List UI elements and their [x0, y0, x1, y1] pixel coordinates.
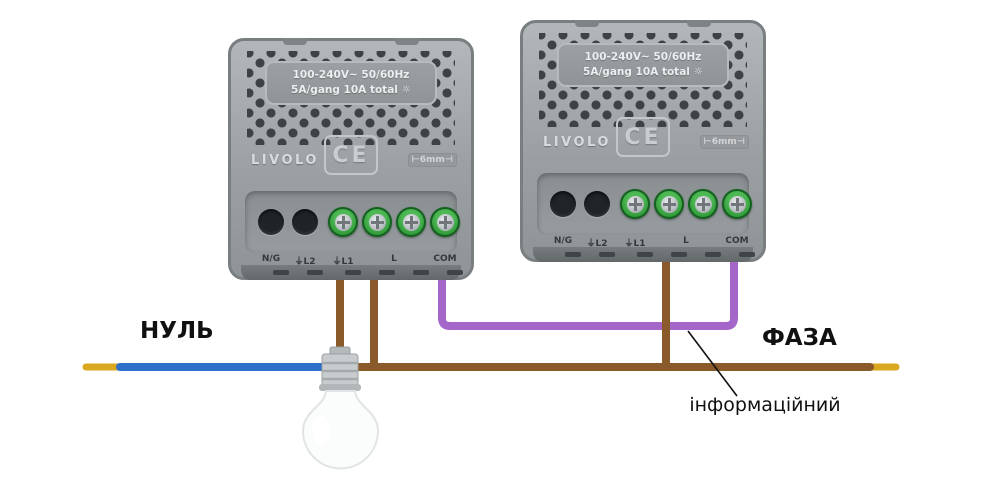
- clamp-screw-slot: [705, 252, 721, 257]
- terminal-label-com: COM: [725, 236, 749, 246]
- clamp-screw-slot: [671, 252, 687, 257]
- terminal-label-l2: ⏚L2: [586, 239, 608, 249]
- terminal-block: [245, 191, 460, 253]
- bottom-strip: [241, 265, 463, 280]
- ratings-plate: 100-240V~ 50/60Hz 5A/gang 10A total ☼: [265, 61, 437, 105]
- mounting-notch: [283, 38, 307, 45]
- bulb-base-ridges: [322, 361, 358, 381]
- mounting-notch: [575, 20, 599, 27]
- bottom-strip: [533, 247, 755, 262]
- terminal-label-ng: N/G: [553, 236, 573, 246]
- terminal-label-ng: N/G: [261, 254, 281, 264]
- terminal-labels: N/G ⏚L2 ⏚L1 L COM: [231, 254, 471, 267]
- terminal-label-l2: ⏚L2: [294, 257, 316, 267]
- light-bulb: [301, 346, 380, 470]
- ce-mark: CE: [324, 135, 378, 175]
- clamp-screw-slot: [599, 252, 615, 257]
- bulb-highlight: [312, 415, 330, 445]
- neutral-label: НУЛЬ: [140, 318, 214, 344]
- ce-mark: CE: [616, 117, 670, 157]
- terminal-screw: [620, 189, 650, 219]
- terminal-screw: [362, 207, 392, 237]
- bulb-collar: [319, 384, 361, 391]
- terminal-hole: [584, 191, 610, 217]
- switch-module-2: 100-240V~ 50/60Hz 5A/gang 10A total ☼ LI…: [520, 20, 766, 262]
- terminal-block: [537, 173, 752, 235]
- clamp-screw-slot: [447, 270, 463, 275]
- clamp-screw-slot: [565, 252, 581, 257]
- terminal-label-com: COM: [433, 254, 457, 264]
- clamp-screw-slot: [273, 270, 289, 275]
- signal-pointer-line: [687, 330, 738, 397]
- clamp-screw-slot: [413, 270, 429, 275]
- ratings-current: 5A/gang 10A total ☼: [291, 84, 411, 96]
- terminal-label-l1: ⏚L1: [332, 257, 354, 267]
- ratings-voltage: 100-240V~ 50/60Hz: [584, 50, 702, 63]
- switch-module-1: 100-240V~ 50/60Hz 5A/gang 10A total ☼ LI…: [228, 38, 474, 280]
- terminal-hole: [292, 209, 318, 235]
- terminal-labels: N/G ⏚L2 ⏚L1 L COM: [523, 236, 763, 249]
- clamp-screw-slot: [345, 270, 361, 275]
- mounting-notch: [687, 20, 711, 27]
- wire-gauge-label: ⊢6mm⊣: [407, 153, 457, 167]
- terminal-screw: [722, 189, 752, 219]
- ratings-current: 5A/gang 10A total ☼: [583, 66, 703, 78]
- mounting-notch: [395, 38, 419, 45]
- clamp-screw-slot: [637, 252, 653, 257]
- terminal-screw: [654, 189, 684, 219]
- ratings-plate: 100-240V~ 50/60Hz 5A/gang 10A total ☼: [557, 43, 729, 87]
- terminal-hole: [550, 191, 576, 217]
- wire-signal: [438, 199, 738, 330]
- terminal-label-l: L: [683, 236, 689, 246]
- ratings-voltage: 100-240V~ 50/60Hz: [292, 68, 410, 81]
- clamp-screw-slot: [307, 270, 323, 275]
- terminal-screw: [688, 189, 718, 219]
- bulb-glass: [301, 390, 380, 470]
- brand-logo: LIVOLO: [251, 153, 319, 168]
- phase-label: ФАЗА: [762, 325, 837, 351]
- terminal-screw: [396, 207, 426, 237]
- terminal-hole: [258, 209, 284, 235]
- signal-wire-label: інформаційний: [689, 394, 841, 416]
- brand-logo: LIVOLO: [543, 135, 611, 150]
- terminal-screw: [430, 207, 460, 237]
- wire-gauge-label: ⊢6mm⊣: [699, 135, 749, 149]
- clamp-screw-slot: [739, 252, 755, 257]
- terminal-label-l1: ⏚L1: [624, 239, 646, 249]
- clamp-screw-slot: [379, 270, 395, 275]
- terminal-screw: [328, 207, 358, 237]
- terminal-label-l: L: [391, 254, 397, 264]
